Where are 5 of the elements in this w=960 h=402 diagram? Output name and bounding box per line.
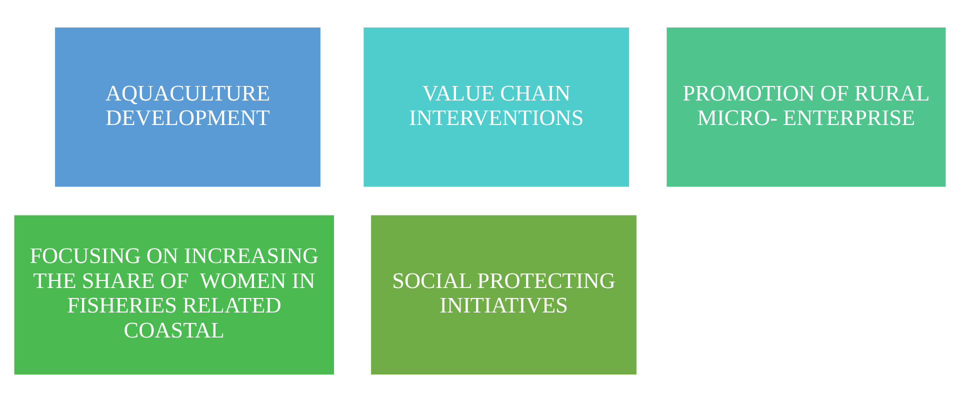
node-box: AQUACULTURE DEVELOPMENT — [54, 26, 322, 188]
node-box: PROMOTION OF RURAL MICRO- ENTERPRISE — [665, 26, 947, 188]
node-box: FOCUSING ON INCREASING THE SHARE OF WOMEN IN FISHERIES RELATED COASTAL — [13, 214, 336, 376]
node-box: SOCIAL PROTECTING INITIATIVES — [370, 214, 638, 376]
node-box: VALUE CHAIN INTERVENTIONS — [362, 26, 630, 188]
